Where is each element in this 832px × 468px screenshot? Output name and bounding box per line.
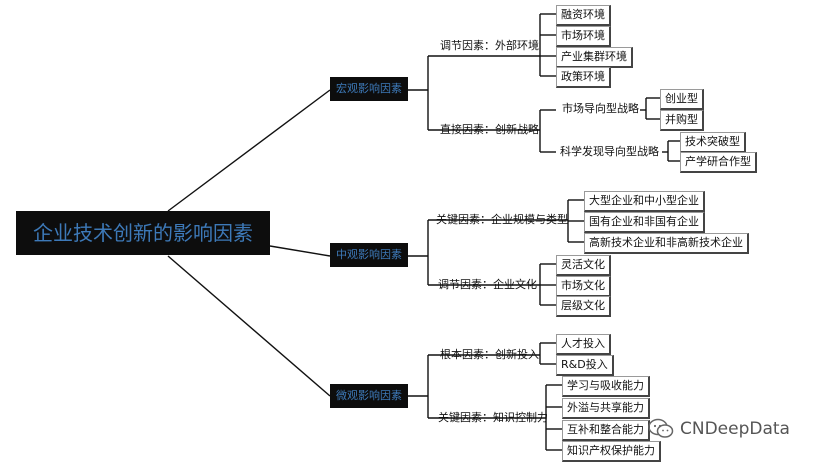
macro-factor-innovation-strategy: 直接因素：创新战略 xyxy=(440,123,539,136)
strategy-sub-item: 产学研合作型 xyxy=(680,152,757,173)
env-item: 政策环境 xyxy=(556,67,611,88)
ability-item: 互补和整合能力 xyxy=(562,420,650,441)
root-node: 企业技术创新的影响因素 xyxy=(16,211,270,255)
strategy-market-oriented: 市场导向型战略 xyxy=(562,102,639,115)
meso-factor-size-type: 关键因素：企业规模与类型 xyxy=(436,213,568,226)
macro-factor-external-environment: 调节因素：外部环境 xyxy=(440,39,539,52)
watermark: CNDeepData xyxy=(648,418,790,440)
culture-item: 层级文化 xyxy=(556,296,611,317)
micro-factor-innovation-input: 根本因素：创新投入 xyxy=(440,348,539,361)
meso-factors-node: 中观影响因素 xyxy=(330,243,408,267)
ability-item: 知识产权保护能力 xyxy=(562,441,661,462)
ability-item: 外溢与共享能力 xyxy=(562,398,650,419)
wechat-icon xyxy=(648,418,674,438)
env-item: 市场环境 xyxy=(556,26,611,47)
input-item: 人才投入 xyxy=(556,334,611,355)
meso-factor-culture: 调节因素：企业文化 xyxy=(438,278,537,291)
enterprise-type-item: 大型企业和中小型企业 xyxy=(584,191,705,212)
input-item: R&D投入 xyxy=(556,355,614,376)
watermark-text: CNDeepData xyxy=(680,419,790,439)
env-item: 产业集群环境 xyxy=(556,47,633,68)
strategy-sub-item: 并购型 xyxy=(660,110,704,131)
micro-factor-knowledge-control: 关键因素：知识控制力 xyxy=(438,411,548,424)
culture-item: 市场文化 xyxy=(556,276,611,297)
env-item: 融资环境 xyxy=(556,5,611,26)
strategy-science-oriented: 科学发现导向型战略 xyxy=(560,145,659,158)
macro-factors-node: 宏观影响因素 xyxy=(330,77,408,101)
strategy-sub-item: 技术突破型 xyxy=(680,132,746,153)
culture-item: 灵活文化 xyxy=(556,255,611,276)
enterprise-type-item: 高新技术企业和非高新技术企业 xyxy=(584,233,749,254)
micro-factors-node: 微观影响因素 xyxy=(330,384,408,408)
ability-item: 学习与吸收能力 xyxy=(562,376,650,397)
enterprise-type-item: 国有企业和非国有企业 xyxy=(584,212,705,233)
strategy-sub-item: 创业型 xyxy=(660,89,704,110)
